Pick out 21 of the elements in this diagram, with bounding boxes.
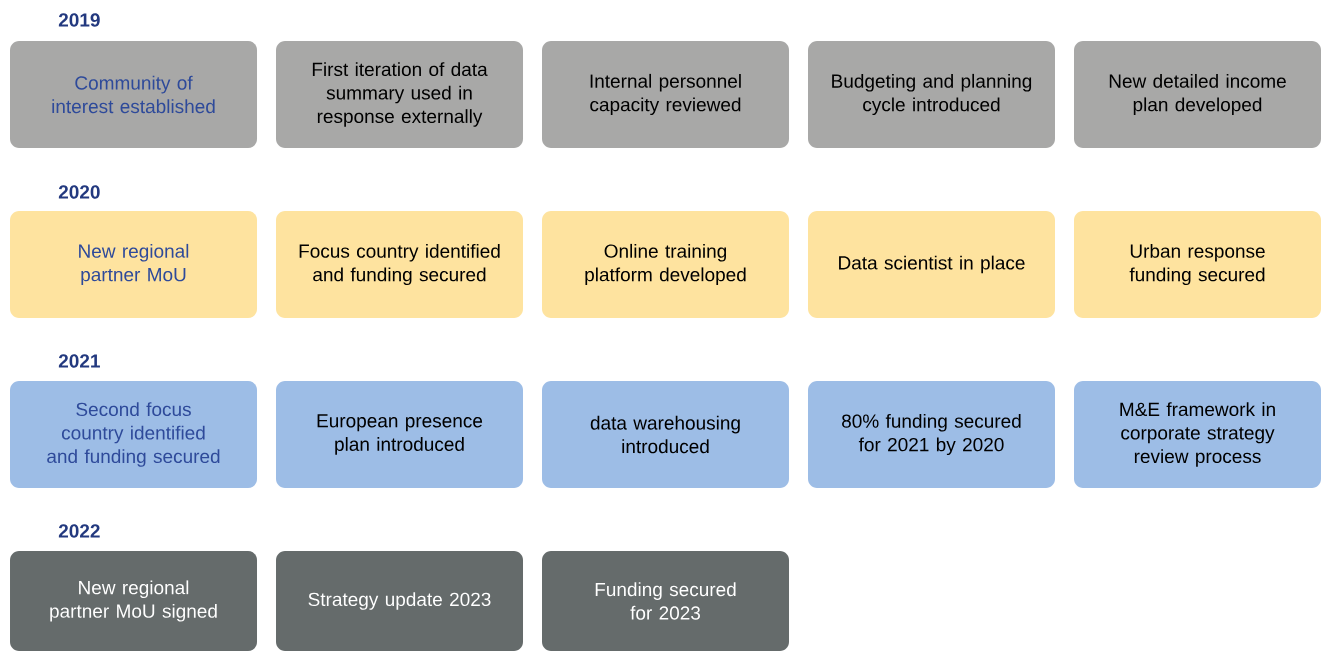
milestone-box: New regional partner MoU signed — [10, 551, 257, 651]
milestone-box: Budgeting and planning cycle introduced — [808, 41, 1055, 148]
milestone-box: First iteration of data summary used in response externally — [276, 41, 523, 148]
milestone-box: Focus country identified and funding secured — [276, 211, 523, 318]
milestone-box: Community of interest established — [10, 41, 257, 148]
milestone-box: Funding secured for 2023 — [542, 551, 789, 651]
milestone-box: Urban response funding secured — [1074, 211, 1321, 318]
milestone-box: data warehousing introduced — [542, 381, 789, 488]
milestone-box: New regional partner MoU — [10, 211, 257, 318]
milestone-box: New detailed income plan developed — [1074, 41, 1321, 148]
milestone-box: Data scientist in place — [808, 211, 1055, 318]
milestone-box: European presence plan introduced — [276, 381, 523, 488]
milestone-box: 80% funding secured for 2021 by 2020 — [808, 381, 1055, 488]
milestone-box: Strategy update 2023 — [276, 551, 523, 651]
milestone-box: M&E framework in corporate strategy review process — [1074, 381, 1321, 488]
year-heading: 2022 — [58, 524, 100, 538]
milestone-box: Internal personnel capacity reviewed — [542, 41, 789, 148]
year-heading: 2021 — [58, 354, 100, 368]
year-heading: 2020 — [58, 185, 100, 199]
milestone-box: Online training platform developed — [542, 211, 789, 318]
milestone-box: Second focus country identified and funding secured — [10, 381, 257, 488]
